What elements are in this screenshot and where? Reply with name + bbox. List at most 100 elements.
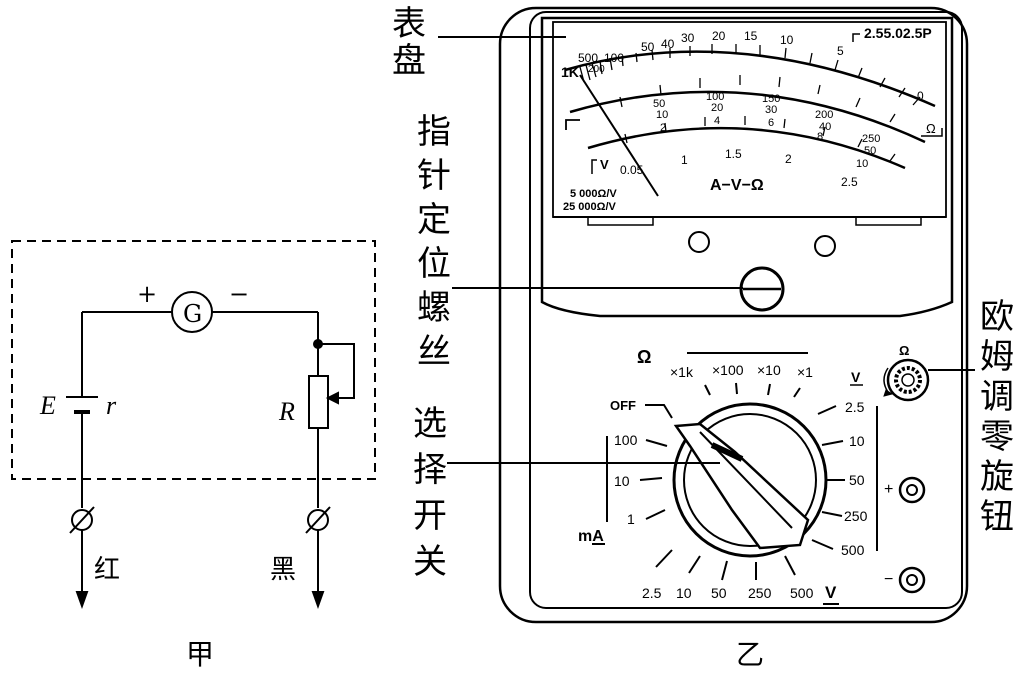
callout-dial: 表 盘 — [392, 4, 426, 81]
svg-text:2.5: 2.5 — [845, 399, 865, 415]
inner-scale-labels: 2 4 6 8 10 — [660, 115, 868, 170]
selector-dial-inner — [683, 413, 817, 547]
inner-scale-arc — [587, 126, 906, 170]
svg-text:100: 100 — [604, 51, 624, 65]
svg-text:4: 4 — [714, 115, 720, 127]
mid-scale-arc — [569, 90, 926, 144]
svg-text:200: 200 — [588, 64, 605, 75]
meter-body — [498, 6, 969, 624]
svg-text:旋: 旋 — [980, 457, 1014, 497]
spec-marks: 2.55.02.5P — [864, 25, 932, 41]
svg-text:50: 50 — [849, 472, 865, 488]
mid-scale-labels: 50 100 150 200 250 10 20 30 40 50 — [653, 91, 880, 157]
black-lead-label: 黑 — [270, 555, 296, 585]
svg-text:250: 250 — [748, 585, 772, 601]
minus-sign: − — [229, 280, 249, 308]
svg-text:位: 位 — [417, 244, 451, 284]
ac-voltage-unit: V — [825, 583, 837, 602]
svg-text:选: 选 — [413, 404, 447, 444]
svg-text:指: 指 — [417, 112, 451, 152]
window-screw-right — [814, 235, 836, 257]
sensitivity-dc: 5 000Ω/V — [570, 188, 617, 200]
svg-text:2: 2 — [785, 152, 792, 166]
svg-text:8: 8 — [817, 131, 823, 143]
svg-text:钮: 钮 — [980, 497, 1014, 537]
svg-text:零: 零 — [980, 417, 1014, 457]
callout-zero-knob: 欧 姆 调 零 旋 钮 — [980, 297, 1014, 537]
svg-text:1K: 1K — [561, 64, 579, 80]
ac-mark — [565, 119, 580, 130]
v-mark-bracket — [591, 159, 597, 174]
dc-voltage-unit: V — [851, 369, 861, 385]
svg-text:针: 针 — [417, 156, 451, 196]
svg-text:50: 50 — [864, 145, 876, 157]
svg-text:关: 关 — [413, 542, 447, 582]
svg-text:1.5: 1.5 — [725, 147, 742, 161]
svg-text:螺: 螺 — [417, 288, 451, 328]
internal-resistance-label: r — [106, 391, 117, 420]
svg-text:盘: 盘 — [392, 41, 426, 81]
knob-ohm-label: Ω — [899, 343, 909, 358]
svg-text:10: 10 — [780, 33, 794, 47]
svg-text:6: 6 — [768, 117, 774, 129]
svg-text:0.05: 0.05 — [620, 163, 644, 177]
rheostat — [308, 375, 329, 429]
svg-text:2.5: 2.5 — [841, 175, 858, 189]
galvanometer — [171, 291, 213, 333]
dial-v-mark: V — [600, 157, 609, 172]
minus-jack-label: − — [884, 571, 893, 588]
ma-unit: mA — [578, 528, 604, 545]
svg-text:10: 10 — [676, 585, 692, 601]
svg-text:500: 500 — [578, 51, 598, 65]
svg-text:5: 5 — [837, 44, 844, 58]
svg-text:姆: 姆 — [980, 337, 1014, 377]
svg-text:1: 1 — [627, 511, 635, 527]
meter-body-inner — [529, 11, 963, 609]
plus-sign: + — [137, 280, 157, 308]
svg-text:20: 20 — [712, 29, 726, 43]
svg-text:开: 开 — [413, 496, 447, 536]
needle — [579, 74, 659, 197]
svg-text:500: 500 — [790, 585, 814, 601]
svg-text:丝: 丝 — [417, 332, 451, 372]
svg-text:15: 15 — [744, 29, 758, 43]
dial-title: A−V−Ω — [710, 177, 764, 194]
svg-text:1: 1 — [681, 153, 688, 167]
svg-text:50: 50 — [711, 585, 727, 601]
svg-text:100: 100 — [614, 432, 638, 448]
svg-text:40: 40 — [661, 37, 675, 51]
selector-knob-pointer[interactable] — [673, 422, 810, 550]
meter-window — [540, 16, 954, 318]
svg-text:30: 30 — [681, 31, 695, 45]
ac-voltage-labels: 2.5 10 50 250 500 — [642, 585, 814, 601]
svg-text:定: 定 — [417, 200, 451, 240]
plus-jack[interactable] — [898, 476, 926, 504]
svg-text:×10: ×10 — [757, 362, 781, 378]
minus-jack[interactable] — [898, 566, 926, 594]
window-screw-left — [688, 231, 710, 253]
svg-text:40: 40 — [819, 121, 831, 133]
svg-text:0: 0 — [917, 89, 924, 103]
svg-text:50: 50 — [641, 40, 655, 54]
bottom-scale-labels: 0.05 1 1.5 2 2.5 — [620, 147, 858, 189]
svg-text:×1: ×1 — [797, 364, 813, 380]
svg-text:50: 50 — [653, 98, 665, 110]
callout-selector: 选 择 开 关 — [413, 404, 447, 582]
svg-text:×100: ×100 — [712, 362, 744, 378]
emf-label: E — [39, 391, 56, 420]
sensitivity-ac: 25 000Ω/V — [563, 201, 617, 213]
ohm-zero-knob[interactable] — [886, 358, 930, 402]
ohm-scale-arc — [564, 50, 936, 108]
ohm-range-labels: ×1k ×100 ×10 ×1 — [670, 362, 813, 380]
callout-pointer-screw: 指 针 定 位 螺 丝 — [417, 112, 451, 372]
caption-yi: 乙 — [736, 638, 764, 671]
svg-text:200: 200 — [815, 109, 833, 121]
svg-text:2.5: 2.5 — [642, 585, 662, 601]
svg-text:×1k: ×1k — [670, 364, 694, 380]
svg-text:10: 10 — [856, 158, 868, 170]
resistor-label: R — [278, 397, 295, 426]
svg-text:2: 2 — [660, 122, 666, 134]
svg-text:20: 20 — [711, 102, 723, 114]
svg-text:250: 250 — [862, 133, 880, 145]
